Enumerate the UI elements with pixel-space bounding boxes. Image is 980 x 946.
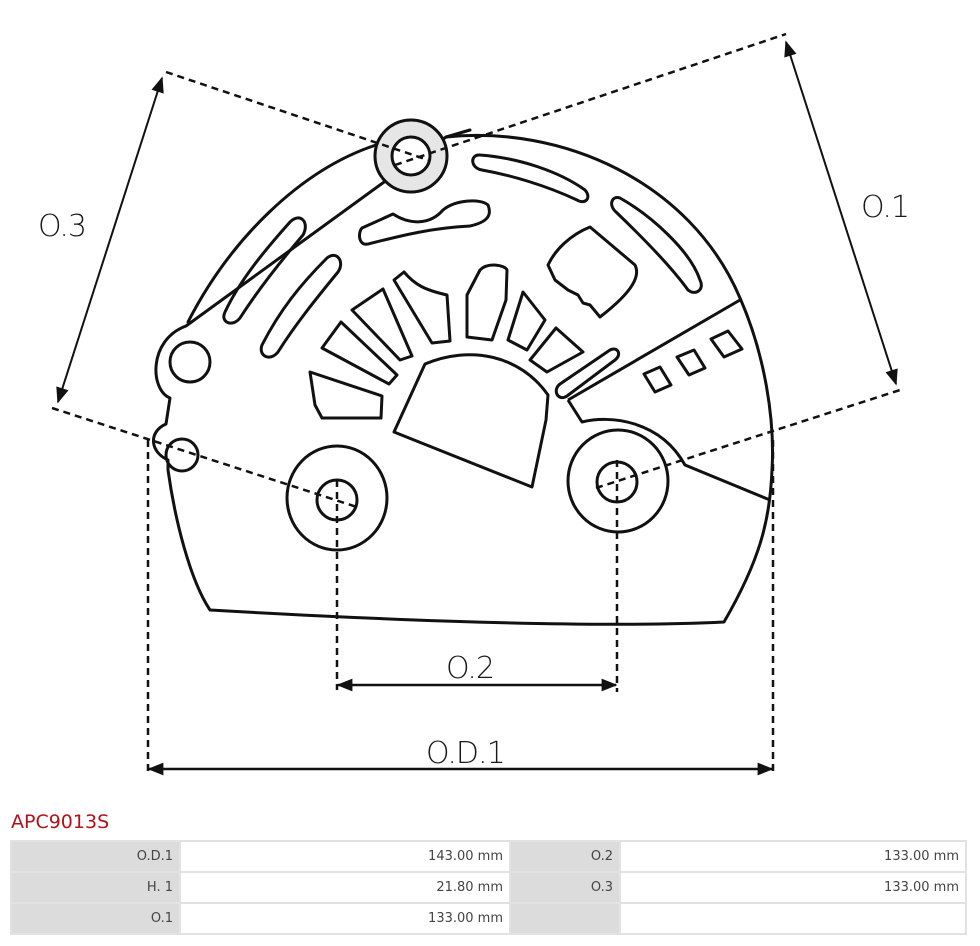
reference-lines [51, 32, 901, 772]
spec-label [511, 904, 619, 933]
dim-label-od1: O.D.1 [426, 736, 505, 771]
technical-drawing: O.3 O.1 O.2 O.D.1 [38, 32, 910, 776]
spec-label: O.1 [12, 904, 179, 933]
spec-label: O.3 [511, 873, 619, 902]
dim-label-o2: O.2 [446, 651, 494, 686]
spec-value [621, 904, 965, 933]
o3-arrow [56, 76, 164, 404]
dim-label-o3: O.3 [38, 209, 86, 244]
spec-label: O.2 [511, 842, 619, 871]
left-lug-holes [164, 340, 212, 473]
spec-value: 143.00 mm [181, 842, 509, 871]
plate-cutouts [222, 153, 771, 502]
product-code: APC9013S [11, 811, 110, 833]
o1-arrow [784, 40, 898, 386]
table-row: H. 1 21.80 mm O.3 133.00 mm [12, 873, 965, 902]
spec-value: 133.00 mm [621, 873, 965, 902]
top-bolt-boss [373, 118, 449, 194]
table-row: O.D.1 143.00 mm O.2 133.00 mm [12, 842, 965, 871]
spec-label: O.D.1 [12, 842, 179, 871]
dim-label-o1: O.1 [861, 190, 909, 225]
spec-label: H. 1 [12, 873, 179, 902]
table-row: O.1 133.00 mm [12, 904, 965, 933]
dimension-arrows [56, 40, 898, 776]
spec-value: 133.00 mm [181, 904, 509, 933]
spec-value: 133.00 mm [621, 842, 965, 871]
spec-table: O.D.1 143.00 mm O.2 133.00 mm H. 1 21.80… [10, 840, 967, 935]
bottom-bolt-bosses [285, 428, 670, 552]
plate-outline [152, 128, 774, 626]
spec-value: 21.80 mm [181, 873, 509, 902]
